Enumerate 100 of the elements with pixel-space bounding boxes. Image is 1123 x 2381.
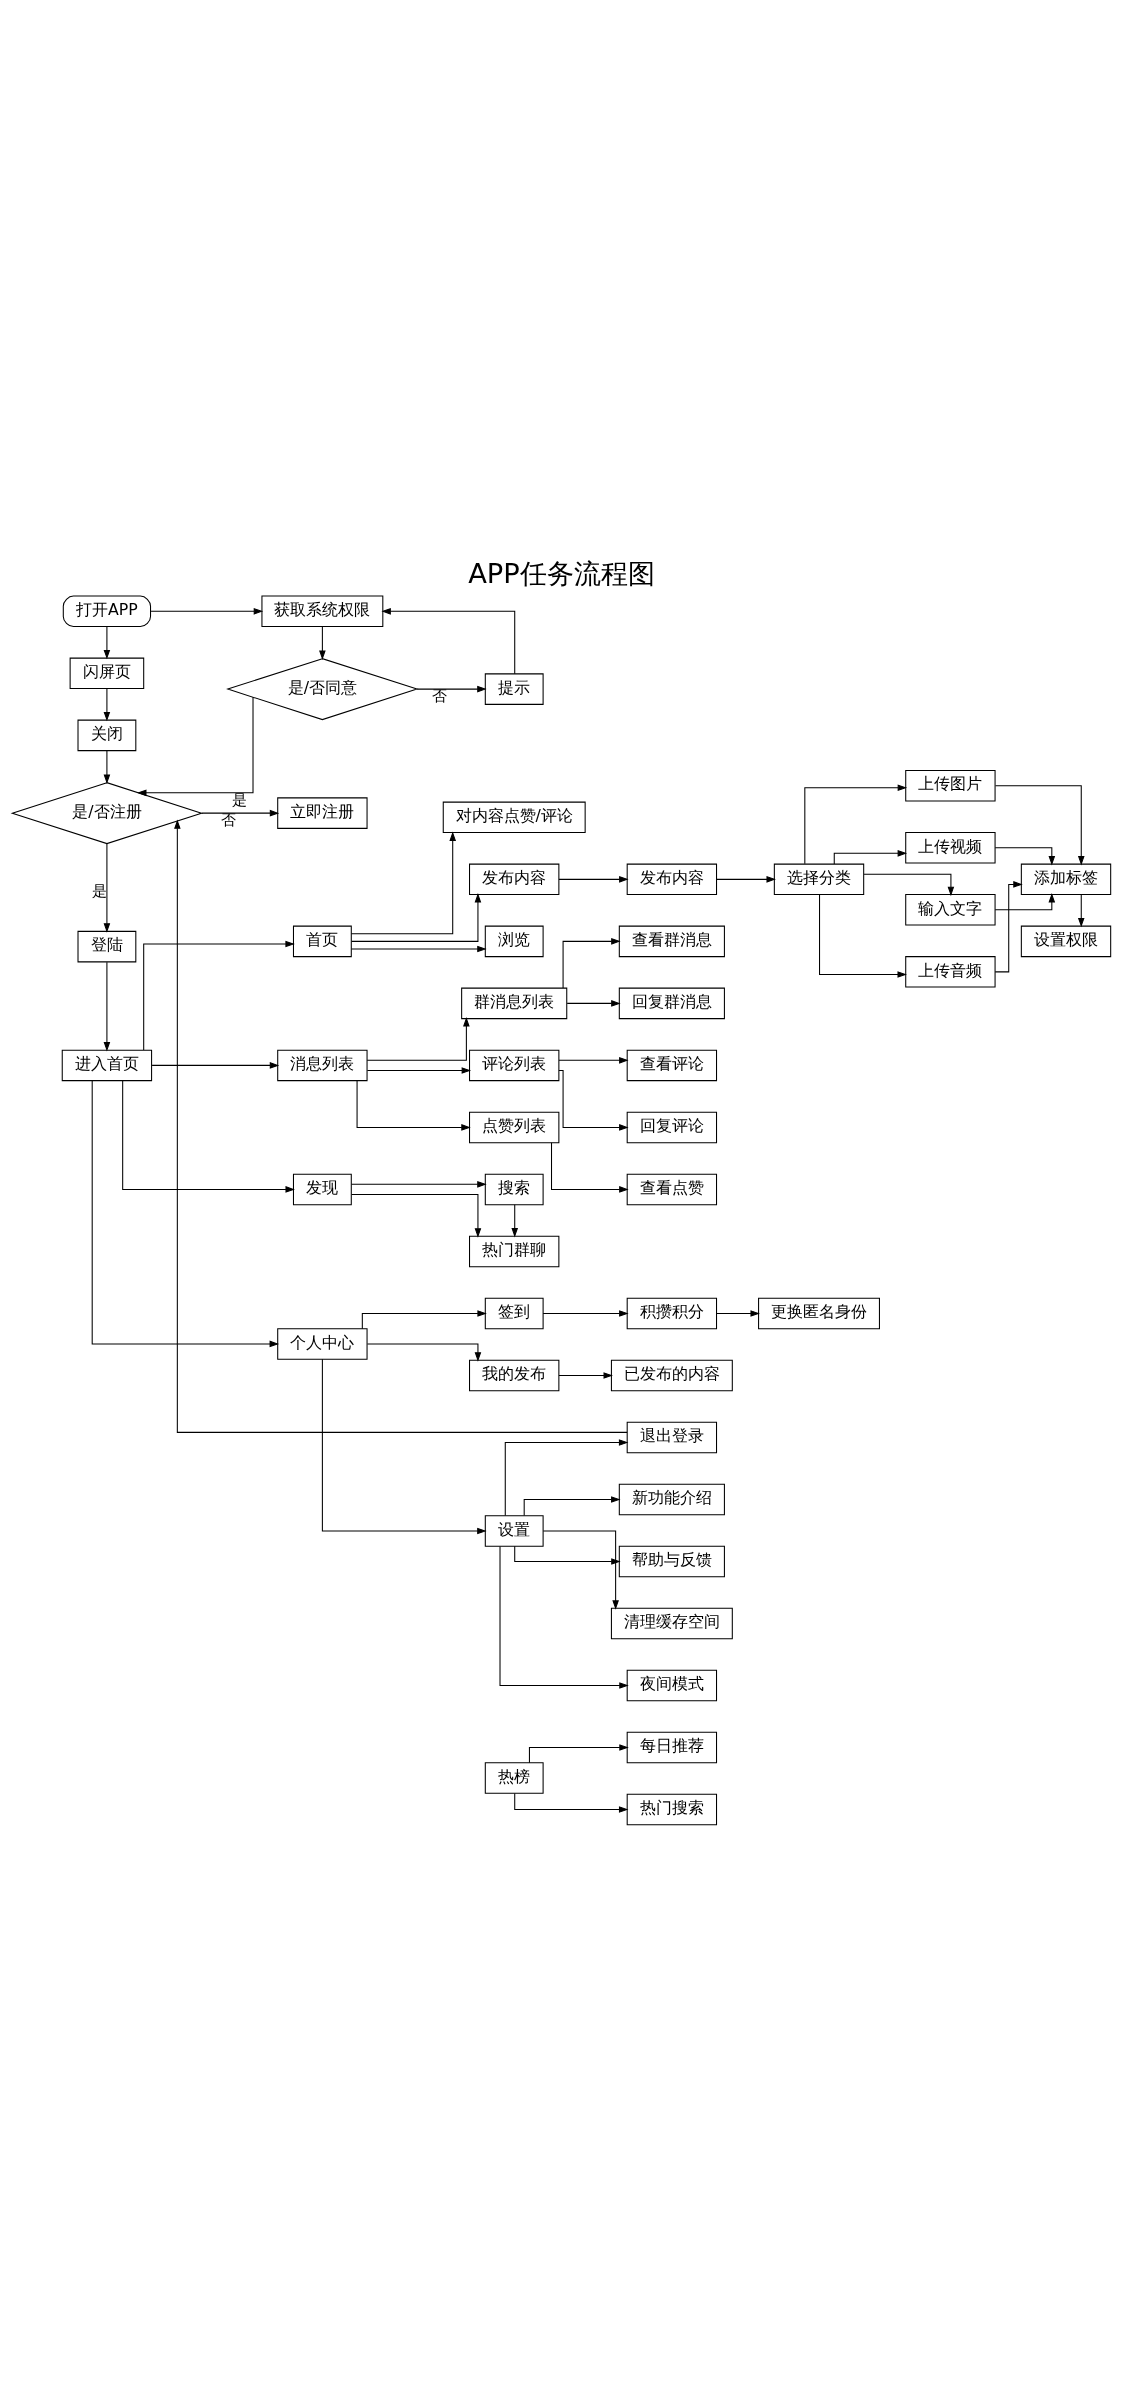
node-box: 查看群消息	[618, 925, 725, 957]
node-box: 热榜	[484, 1761, 544, 1794]
node-box: 进入首页	[61, 1049, 153, 1081]
arrow	[504, 1438, 629, 1516]
node-box: 设置权限	[1020, 925, 1112, 957]
node-box: 更换匿名身份	[758, 1297, 880, 1329]
arrow	[319, 625, 326, 660]
arrow	[819, 893, 907, 978]
arrow	[514, 1792, 629, 1813]
arrow	[514, 1545, 621, 1565]
arrow	[150, 607, 264, 615]
arrow	[137, 696, 254, 796]
node-diamond: 是/否同意	[226, 657, 419, 720]
arrow	[863, 873, 955, 896]
node-box: 首页	[292, 925, 352, 957]
edge-label: 否	[432, 686, 448, 704]
arrow	[994, 846, 1056, 866]
arrow	[103, 749, 111, 784]
arrow	[366, 1342, 482, 1362]
node-box: 打开APP	[62, 595, 152, 627]
node-box: 提示	[484, 672, 544, 705]
arrow	[551, 1141, 629, 1193]
node-box: 关闭	[77, 719, 137, 751]
node-box: 发布内容	[469, 863, 560, 895]
node-box: 对内容点赞/评论	[442, 801, 586, 833]
node-box: 登陆	[77, 930, 137, 962]
node-box: 上传视频	[905, 831, 996, 864]
arrow	[833, 849, 908, 864]
arrow	[716, 875, 776, 883]
arrow	[151, 1061, 280, 1069]
arrow	[350, 830, 457, 934]
arrow	[122, 1080, 295, 1193]
node-box: 设置	[484, 1514, 544, 1547]
node-box: 清理缓存空间	[610, 1607, 733, 1639]
node-diamond: 是/否注册	[10, 781, 204, 844]
node-box: 消息列表	[277, 1049, 368, 1081]
arrow	[366, 1066, 472, 1074]
arrow	[558, 875, 629, 883]
node-box: 已发布的内容	[610, 1359, 733, 1391]
node-box: 查看点赞	[626, 1173, 718, 1205]
arrow	[351, 1193, 482, 1238]
node-box: 退出登录	[626, 1421, 718, 1453]
node-box: 选择分类	[773, 863, 865, 895]
node-box: 上传音频	[905, 955, 996, 988]
arrow	[103, 687, 111, 721]
node-box: 回复评论	[626, 1111, 718, 1143]
node-box: 夜间模式	[626, 1669, 718, 1701]
node-box: 帮助与反馈	[618, 1545, 725, 1577]
node-box: 搜索	[484, 1173, 544, 1205]
node-box: 新功能介绍	[618, 1483, 725, 1515]
arrow	[558, 1069, 629, 1131]
node-box: 签到	[484, 1297, 544, 1329]
arrow	[994, 892, 1056, 910]
arrow	[523, 1495, 621, 1516]
arrow	[716, 1309, 760, 1317]
arrow	[511, 1203, 519, 1237]
node-box: 热门群聊	[469, 1235, 560, 1267]
arrow	[542, 1530, 619, 1610]
arrow	[381, 607, 516, 674]
node-box: 我的发布	[469, 1359, 560, 1391]
arrow	[351, 892, 482, 942]
node-box: 群消息列表	[461, 987, 568, 1019]
edge-label: 是	[91, 881, 107, 899]
node-box: 热门搜索	[626, 1793, 718, 1825]
node-box: 个人中心	[277, 1327, 368, 1360]
arrow	[201, 809, 280, 816]
node-box: 评论列表	[469, 1049, 560, 1081]
node-box: 积攒积分	[626, 1297, 718, 1329]
arrow	[103, 961, 111, 1051]
arrow	[103, 842, 111, 933]
node-box: 添加标签	[1020, 863, 1112, 895]
node-box: 发布内容	[626, 863, 718, 895]
arrow	[542, 1309, 629, 1317]
arrow	[566, 999, 621, 1007]
node-box: 查看评论	[626, 1049, 718, 1081]
arrow	[143, 940, 295, 1051]
node-box: 发现	[292, 1173, 352, 1205]
arrow	[1077, 893, 1085, 927]
node-box: 立即注册	[277, 796, 368, 829]
node-box: 回复群消息	[618, 987, 725, 1019]
arrow	[994, 784, 1085, 865]
arrow	[994, 880, 1023, 972]
arrow	[351, 1180, 487, 1188]
arrow	[499, 1545, 629, 1689]
arrow	[562, 937, 621, 989]
node-box: 点赞列表	[469, 1111, 560, 1143]
arrow	[558, 1056, 629, 1064]
node-box: 输入文字	[905, 893, 996, 926]
node-box: 浏览	[484, 925, 544, 957]
diagram-title: APP任务流程图	[468, 557, 655, 589]
arrow	[361, 1309, 487, 1329]
arrow	[103, 625, 111, 659]
arrow	[366, 1016, 470, 1061]
node-box: 每日推荐	[626, 1731, 718, 1763]
edge-label: 否	[220, 810, 236, 828]
node-box: 获取系统权限	[261, 595, 384, 627]
arrow	[356, 1079, 471, 1131]
arrow	[91, 1079, 280, 1347]
arrow	[528, 1743, 629, 1763]
edge-label: 是	[231, 790, 247, 808]
